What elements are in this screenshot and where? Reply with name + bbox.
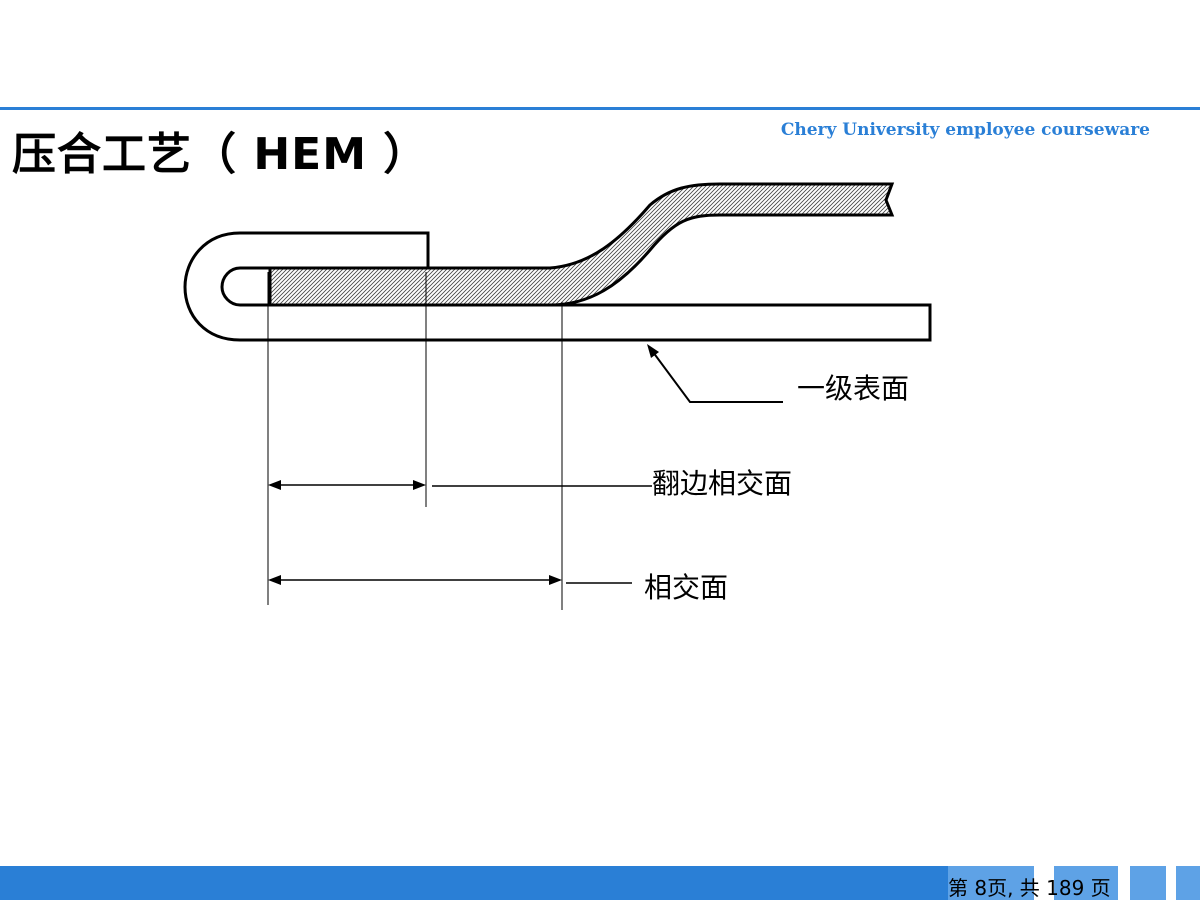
- arrowhead-left: [268, 480, 281, 490]
- footer-gap: [1166, 866, 1176, 900]
- label-primary-surface: 一级表面: [797, 372, 910, 405]
- label-flange-intersection: 翻边相交面: [652, 467, 793, 500]
- brand-text: Chery University employee courseware: [780, 120, 1150, 140]
- arrowhead-right: [549, 575, 562, 585]
- leader-primary-surface: [649, 347, 783, 403]
- arrowhead-left: [268, 575, 281, 585]
- footer-accent: [948, 866, 1034, 900]
- page-indicator: 第 8页, 共 189 页: [948, 876, 1111, 900]
- footer-accent: [1176, 866, 1200, 900]
- page-title: 压合工艺（ HEM ）: [12, 129, 429, 180]
- footer-gap: [1118, 866, 1130, 900]
- footer-gap: [1034, 866, 1054, 900]
- outer-panel: [183, 231, 932, 342]
- footer-accent: [1130, 866, 1166, 900]
- header-rule: [0, 107, 1200, 110]
- footer-accent: [1054, 866, 1118, 900]
- arrowhead-primary: [647, 344, 659, 358]
- inner-panel: [268, 182, 895, 307]
- arrowhead-right: [413, 480, 426, 490]
- label-intersection: 相交面: [644, 571, 729, 604]
